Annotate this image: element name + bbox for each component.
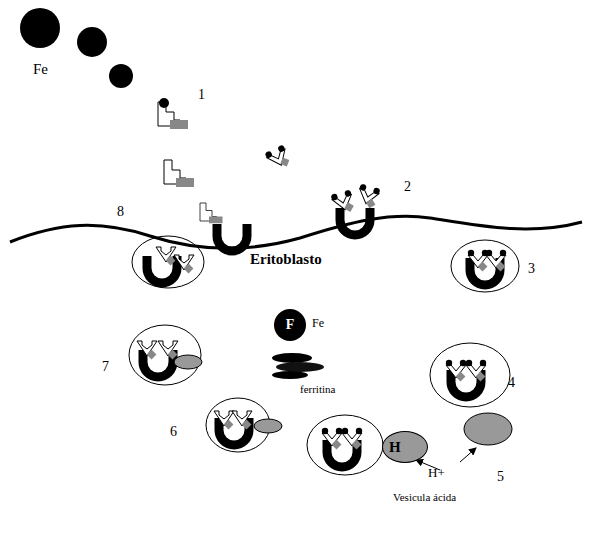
callout-number: 5 — [497, 470, 504, 484]
callout-number: 7 — [102, 360, 109, 374]
acid-vesicle: H — [382, 431, 428, 463]
element-label: Fe — [33, 62, 48, 77]
callout-number: 1 — [198, 88, 205, 102]
element-label: Fe — [312, 317, 324, 329]
callout-number: 8 — [117, 205, 124, 219]
protein-label: ferritina — [300, 384, 335, 395]
cell-label: Eritoblasto — [250, 252, 322, 267]
iron-circle: F — [274, 309, 306, 341]
callout-number: 6 — [170, 425, 177, 439]
callout-number: 2 — [404, 180, 411, 194]
vesicle-label: Vesicula ácida — [393, 492, 456, 503]
node-text: F — [286, 317, 295, 333]
callout-number: 4 — [508, 376, 515, 390]
node-text: H — [389, 439, 401, 456]
ion-label: H+ — [428, 466, 445, 479]
callout-number: 3 — [528, 262, 535, 276]
